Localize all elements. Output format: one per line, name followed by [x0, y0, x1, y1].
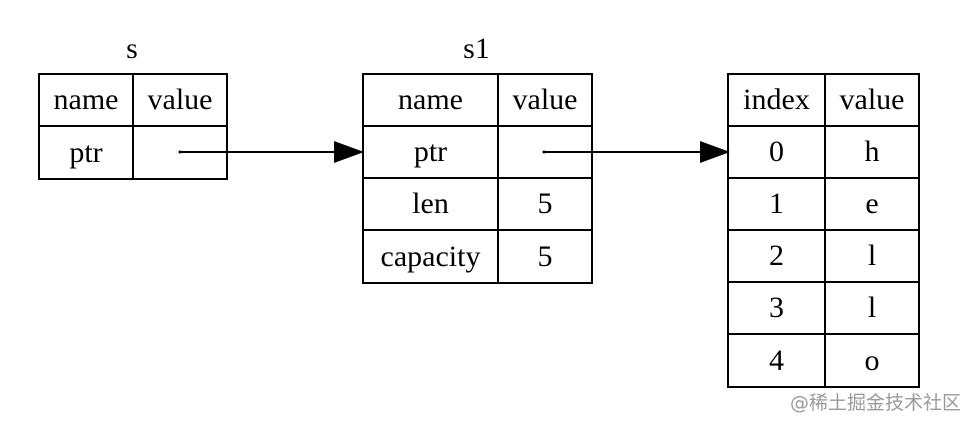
table-heap-cell-index-4: 4	[727, 333, 826, 388]
table-s1-cell-ptr-name: ptr	[362, 125, 499, 179]
table-s1-cell-capacity-value: 5	[497, 229, 593, 284]
table-s-cell-ptr-name: ptr	[38, 125, 134, 180]
table-s1-cell-capacity-name: capacity	[362, 229, 499, 284]
table-heap-cell-index-0: 0	[727, 125, 826, 179]
table-s-header-value: value	[132, 73, 228, 127]
table-s-header-name: name	[38, 73, 134, 127]
table-heap-cell-value-0: h	[824, 125, 920, 179]
table-heap-header-value: value	[824, 73, 920, 127]
table-heap-cell-index-1: 1	[727, 177, 826, 231]
table-heap-cell-value-4: o	[824, 333, 920, 388]
table-heap-cell-index-3: 3	[727, 281, 826, 335]
table-heap: index value 0 h 1 e 2 l 3 l 4 o	[727, 73, 920, 388]
table-s1-title: s1	[463, 32, 490, 65]
table-s1: name value ptr len 5 capacity 5	[362, 73, 593, 284]
table-s: name value ptr	[38, 73, 228, 180]
table-heap-cell-value-3: l	[824, 281, 920, 335]
table-heap-cell-index-2: 2	[727, 229, 826, 283]
table-s1-header-value: value	[497, 73, 593, 127]
table-s1-cell-ptr-value	[497, 125, 593, 179]
table-heap-header-index: index	[727, 73, 826, 127]
table-heap-cell-value-2: l	[824, 229, 920, 283]
table-s1-header-name: name	[362, 73, 499, 127]
table-s1-cell-len-name: len	[362, 177, 499, 231]
table-s1-cell-len-value: 5	[497, 177, 593, 231]
table-heap-cell-value-1: e	[824, 177, 920, 231]
watermark: @稀土掘金技术社区	[789, 392, 961, 414]
table-s-cell-ptr-value	[132, 125, 228, 180]
table-s-title: s	[126, 32, 138, 65]
